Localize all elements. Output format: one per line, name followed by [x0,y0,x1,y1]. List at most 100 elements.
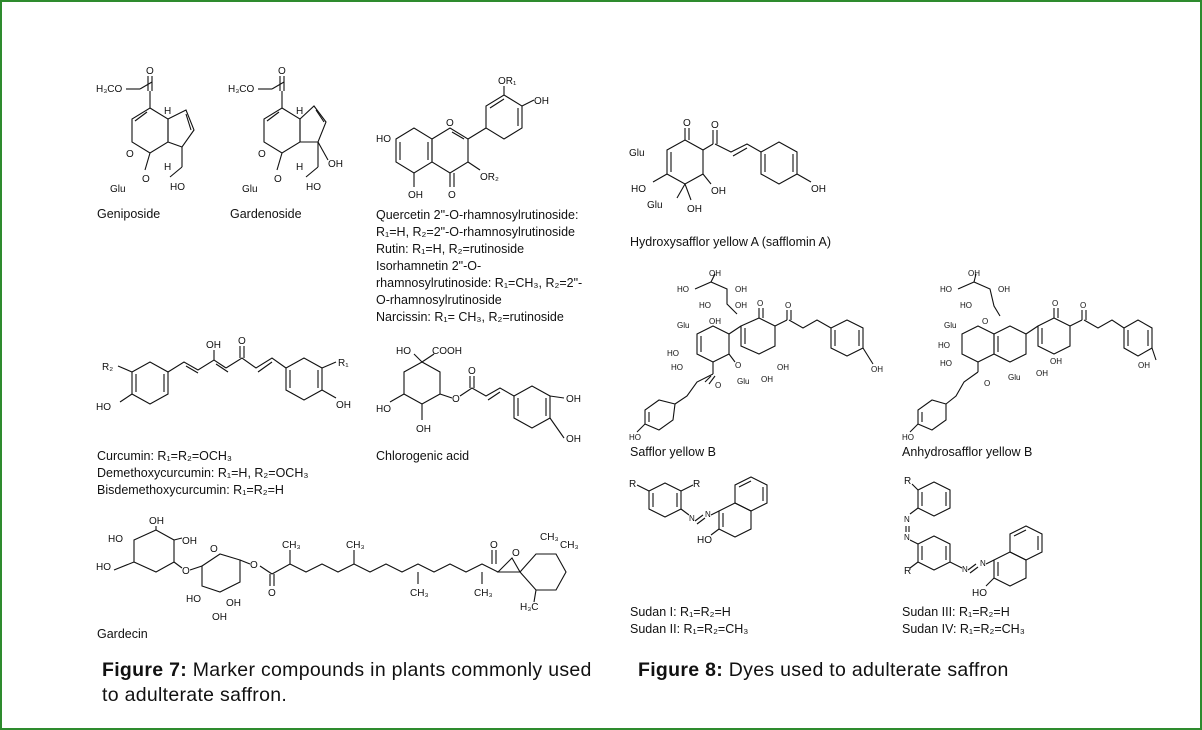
atom-label: H₃CO [96,84,123,95]
geniposide-label: Geniposide [97,207,161,221]
atom-label: N [962,565,968,574]
figure7-caption-text: Marker compounds in plants commonly used… [102,659,592,706]
atom-label: Glu [242,184,258,195]
atom-label: OH [212,612,227,623]
atom-label: OH [709,269,721,278]
atom-label: HO [629,433,641,442]
figure7-caption-bold: Figure 7: [102,659,188,681]
atom-label: O [210,544,218,555]
atom-label: OH [777,363,789,372]
atom-label: Glu [647,200,663,211]
atom-label: H₃CO [228,84,255,95]
atom-label: R [904,476,911,487]
atom-label: HO [170,182,185,193]
atom-label: OH [182,536,197,547]
atom-label: OH [1138,361,1150,370]
atom-label: O [785,301,791,310]
anhydrosafflor-yellow-b-label: Anhydrosafflor yellow B [902,445,1033,459]
atom-label: OH [968,269,980,278]
atom-label: HO [96,562,111,573]
atom-label: Glu [737,377,749,386]
atom-label: O [258,149,266,160]
sudan-i-ii-label: Sudan I: R₁=R₂=H Sudan II: R₁=R₂=CH₃ [630,604,748,638]
atom-label: O [142,174,150,185]
atom-label: O [1080,301,1086,310]
atom-label: CH₃ [282,540,301,551]
sudan-line: Sudan IV: R₁=R₂=CH₃ [902,622,1025,636]
atom-label: HO [376,404,391,415]
atom-label: O [715,381,721,390]
atom-label: O [250,560,258,571]
atom-label: OH [735,301,747,310]
atom-label: R₂ [102,362,113,373]
atom-label: OH [149,516,164,527]
atom-label: H [296,106,303,117]
atom-label: Glu [1008,373,1020,382]
atom-label: HO [697,535,712,546]
atom-label: HO [902,433,914,442]
atom-label: HO [972,588,987,599]
gardenoside-label: Gardenoside [230,207,302,221]
atom-label: R₁ [338,358,349,369]
atom-label: HO [671,363,683,372]
atom-label: H [164,162,171,173]
atom-label: HO [699,301,711,310]
atom-label: CH₃ [474,588,493,599]
safflor-yellow-b-label: Safflor yellow B [630,445,716,459]
atom-label: HO [186,594,201,605]
atom-label: O [146,66,154,77]
atom-label: OH [534,96,549,107]
gardecin-label: Gardecin [97,627,148,641]
atom-label: Glu [677,321,689,330]
atom-label: OH [416,424,431,435]
atom-label: O [982,317,988,326]
atom-label: O [238,336,246,347]
hsya-label: Hydroxysafflor yellow A (safflomin A) [630,235,832,249]
atom-label: OH [1050,357,1062,366]
atom-label: HO [938,341,950,350]
atom-label: O [757,299,763,308]
atom-label: O [711,120,719,131]
atom-label: OH [711,186,726,197]
sudan-line: Sudan III: R₁=R₂=H [902,605,1010,619]
atom-label: O [512,548,520,559]
quercetin-line: Quercetin 2"-O-rhamnosylrutinoside: [376,208,579,222]
atom-label: OH [709,317,721,326]
atom-label: N [980,559,986,568]
atom-label: OH [811,184,826,195]
atom-label: O [446,118,454,129]
atom-label: OH [206,340,221,351]
atom-label: O [984,379,990,388]
sudan-i-ii-structure: R R N N HO [629,476,768,546]
atom-label: HO [940,285,952,294]
chlorogenic-acid-label: Chlorogenic acid [376,449,470,463]
atom-label: O [448,190,456,201]
atom-label: HO [376,134,391,145]
atom-label: CH₃ [560,540,579,551]
figure7-caption: Figure 7: Marker compounds in plants com… [102,658,592,708]
atom-label: OH [336,400,351,411]
quercetin-structure: HO O O OH OR₂ OR₁ OH [376,76,549,201]
quercetin-line: Isorhamnetin 2"-O- [376,259,482,273]
curcumin-label: Curcumin: R₁=R₂=OCH₃ Demethoxycurcumin: … [97,448,308,499]
atom-label: O [452,394,460,405]
atom-label: OH [566,394,581,405]
atom-label: OH [408,190,423,201]
atom-label: HO [677,285,689,294]
figure8-caption-bold: Figure 8: [638,659,724,681]
atom-label: OH [226,598,241,609]
anhydrosafflor-yellow-b-structure: OH HO OH HO Glu HO HO O O Glu OH OH O OH… [902,269,1157,442]
atom-label: CH₃ [346,540,365,551]
atom-label: O [182,566,190,577]
atom-label: R [629,479,636,490]
atom-label: O [274,174,282,185]
gardecin-structure: OH HO HO OH O HO OH OH O O O CH₃ CH₃ CH₃… [96,516,579,623]
atom-label: OH [998,285,1010,294]
atom-label: COOH [432,346,462,357]
sudan-iii-iv-label: Sudan III: R₁=R₂=H Sudan IV: R₁=R₂=CH₃ [902,604,1025,638]
atom-label: HO [96,402,111,413]
quercetin-line: rhamnosylrutinoside: R₁=CH₃, R₂=2"- [376,276,583,290]
atom-label: OH [871,365,883,374]
atom-label: HO [631,184,646,195]
atom-label: O [126,149,134,160]
